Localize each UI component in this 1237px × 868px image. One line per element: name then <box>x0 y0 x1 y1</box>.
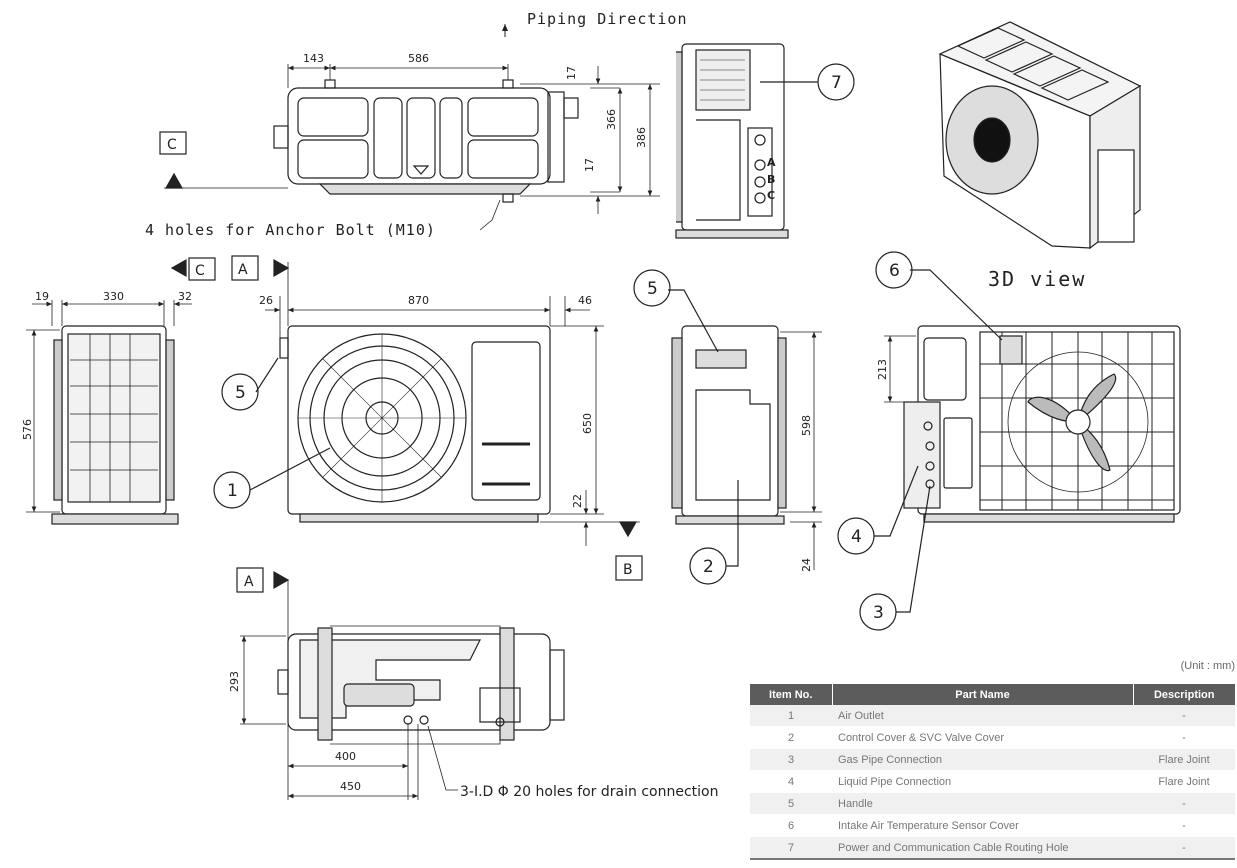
svg-text:24: 24 <box>800 558 813 572</box>
svg-text:598: 598 <box>800 415 813 436</box>
svg-text:400: 400 <box>335 750 356 763</box>
row-name: Control Cover & SVC Valve Cover <box>832 726 1133 749</box>
callout-1: 1 <box>227 481 238 501</box>
row-desc: Flare Joint <box>1133 770 1235 793</box>
callout-6: 6 <box>889 261 900 281</box>
unit-3d-view <box>938 21 1142 250</box>
svg-text:B: B <box>767 173 775 186</box>
left-side-view <box>26 300 192 525</box>
callout-5b: 5 <box>235 383 246 403</box>
row-desc: - <box>1133 814 1235 837</box>
header-description: Description <box>1133 684 1235 705</box>
callout-5a: 5 <box>647 279 658 299</box>
svg-text:32: 32 <box>178 290 192 303</box>
drain-note: 3-I.D Φ 20 holes for drain connection <box>460 784 718 800</box>
svg-text:450: 450 <box>340 780 361 793</box>
marker-b: B <box>623 562 633 578</box>
row-no: 7 <box>750 836 832 860</box>
front-view <box>170 255 643 581</box>
svg-text:330: 330 <box>103 290 124 303</box>
svg-text:22: 22 <box>571 494 584 508</box>
bottom-view <box>236 567 565 800</box>
svg-text:870: 870 <box>408 294 429 307</box>
unit-label: (Unit : mm) <box>1180 660 1235 672</box>
view3d-label: 3D view <box>988 267 1086 291</box>
row-no: 6 <box>750 814 832 837</box>
callout-7: 7 <box>831 73 842 93</box>
row-name: Gas Pipe Connection <box>832 748 1133 771</box>
callouts <box>213 63 1003 631</box>
row-name: Intake Air Temperature Sensor Cover <box>832 814 1133 837</box>
callout-numbers: 7 5 5 1 2 6 4 3 <box>227 73 900 623</box>
anchor-bolt-note: 4 holes for Anchor Bolt (M10) <box>145 221 436 239</box>
row-desc: - <box>1133 705 1235 727</box>
svg-text:576: 576 <box>21 419 34 440</box>
svg-text:17: 17 <box>583 158 596 172</box>
row-desc: - <box>1133 836 1235 860</box>
svg-text:293: 293 <box>228 671 241 692</box>
svg-text:Piping Direction: Piping Direction <box>527 10 688 28</box>
table-header-row: Item No. Part Name Description <box>750 684 1235 705</box>
header-part-name: Part Name <box>832 684 1134 705</box>
svg-text:586: 586 <box>408 52 429 65</box>
top-view <box>159 64 660 231</box>
svg-text:46: 46 <box>578 294 592 307</box>
marker-c: C <box>195 263 205 279</box>
row-desc: - <box>1133 792 1235 815</box>
svg-text:A: A <box>767 156 776 169</box>
row-no: 1 <box>750 705 832 727</box>
rear-view <box>884 325 1181 523</box>
bottom-marker-a: A <box>244 574 254 590</box>
callout-3: 3 <box>873 603 884 623</box>
piping-direction: Piping Direction <box>502 10 688 37</box>
row-desc: Flare Joint <box>1133 748 1235 771</box>
row-name: Air Outlet <box>832 705 1133 727</box>
row-name: Power and Communication Cable Routing Ho… <box>832 836 1133 860</box>
row-no: 5 <box>750 792 832 815</box>
svg-text:19: 19 <box>35 290 49 303</box>
svg-text:650: 650 <box>581 413 594 434</box>
svg-text:17: 17 <box>565 66 578 80</box>
svg-text:386: 386 <box>635 127 648 148</box>
row-name: Handle <box>832 792 1133 815</box>
row-no: 4 <box>750 770 832 793</box>
svg-text:C: C <box>767 189 775 202</box>
svg-text:26: 26 <box>259 294 273 307</box>
piping-side-view <box>675 43 789 239</box>
row-no: 3 <box>750 748 832 771</box>
row-no: 2 <box>750 726 832 749</box>
callout-4: 4 <box>851 527 862 547</box>
section-c-label: C <box>167 137 177 153</box>
row-name: Liquid Pipe Connection <box>832 770 1133 793</box>
row-desc: - <box>1133 726 1235 749</box>
svg-text:213: 213 <box>876 359 889 380</box>
right-view <box>671 325 822 570</box>
svg-text:143: 143 <box>303 52 324 65</box>
marker-a: A <box>238 262 248 278</box>
header-item-no: Item No. <box>750 684 833 705</box>
callout-2: 2 <box>703 557 714 577</box>
svg-text:366: 366 <box>605 109 618 130</box>
